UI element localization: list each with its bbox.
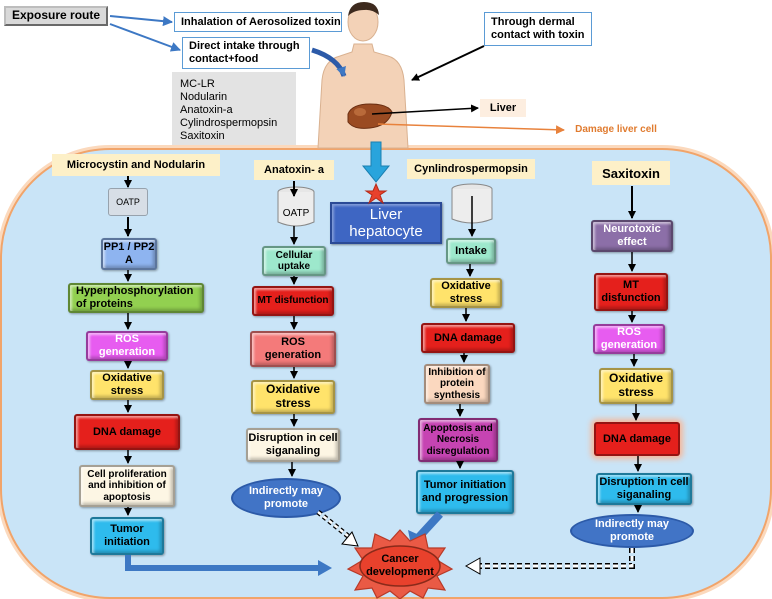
step-apoptosis-necrosis: Apoptosis and Necrosis disregulation <box>418 418 498 462</box>
header-saxitoxin: Saxitoxin <box>592 161 670 185</box>
header-anatoxin: Anatoxin- a <box>254 160 334 180</box>
damage-liver-cell-label: Damage liver cell <box>575 124 657 136</box>
step-dna-damage: DNA damage <box>421 323 515 353</box>
step-ros-generation: ROS generation <box>593 324 665 354</box>
step-inhibition-protein-synthesis: Inhibition of protein synthesis <box>424 364 490 404</box>
step-disruption-signaling: Disruption in cell siganaling <box>246 428 340 462</box>
toxin-list: MC-LR Nodularin Anatoxin-a Cylindrosperm… <box>172 72 296 150</box>
step-hyperphosphorylation: Hyperphosphorylation of proteins <box>68 283 204 313</box>
step-neurotoxic-effect: Neurotoxic effect <box>591 220 673 252</box>
exposure-route-label: Exposure route <box>4 6 108 26</box>
indirectly-may-promote-ellipse: Indirectly may promote <box>231 478 341 518</box>
header-cylindrospermopsin: Cynlindrospermopsin <box>407 159 535 179</box>
inhalation-label: Inhalation of Aerosolized toxin <box>174 12 342 32</box>
step-oxidative-stress: Oxidative stress <box>430 278 502 308</box>
direct-intake-label: Direct intake through contact+food <box>182 37 310 69</box>
human-torso-illustration <box>317 2 409 149</box>
step-cellular-uptake: Cellular uptake <box>262 246 326 276</box>
step-oxidative-stress: Oxidative stress <box>251 380 335 414</box>
hair <box>348 2 379 16</box>
torso-body <box>317 43 409 149</box>
step-intake: Intake <box>446 238 496 264</box>
step-ros-generation: ROS generation <box>250 331 336 367</box>
step-ros-generation: ROS generation <box>86 331 168 361</box>
liver-lobe <box>354 108 366 116</box>
step-oxidative-stress: Oxidative stress <box>599 368 673 404</box>
dermal-contact-label: Through dermal contact with toxin <box>484 12 592 46</box>
toxin-list-item: MC-LR <box>180 78 215 90</box>
step-dna-damage: DNA damage <box>594 422 680 456</box>
toxin-list-item: Anatoxin-a <box>180 104 233 116</box>
indirectly-may-promote-ellipse: Indirectly may promote <box>570 514 694 548</box>
step-mt-disfunction: MT disfunction <box>594 273 668 311</box>
oatp-transporter: OATP <box>108 188 148 216</box>
liver-hepatocyte-box: Liver hepatocyte <box>330 202 442 244</box>
step-disruption-signaling: Disruption in cell siganaling <box>596 473 692 505</box>
step-dna-damage: DNA damage <box>74 414 180 450</box>
liver-label: Liver <box>480 99 526 117</box>
step-tumor-initiation: Tumor initiation <box>90 517 164 555</box>
step-cell-proliferation: Cell proliferation and inhibition of apo… <box>79 465 175 507</box>
toxin-list-item: Saxitoxin <box>180 130 225 142</box>
step-tumor-initiation-progression: Tumor initiation and progression <box>416 470 514 514</box>
step-pp1-pp2a: PP1 / PP2 A <box>101 238 157 270</box>
toxin-list-item: Cylindrospermopsin <box>180 117 278 129</box>
step-mt-disfunction: MT disfunction <box>252 286 334 316</box>
toxin-list-item: Nodularin <box>180 91 228 103</box>
header-microcystin: Microcystin and Nodularin <box>52 154 220 176</box>
step-oxidative-stress: Oxidative stress <box>90 370 164 400</box>
